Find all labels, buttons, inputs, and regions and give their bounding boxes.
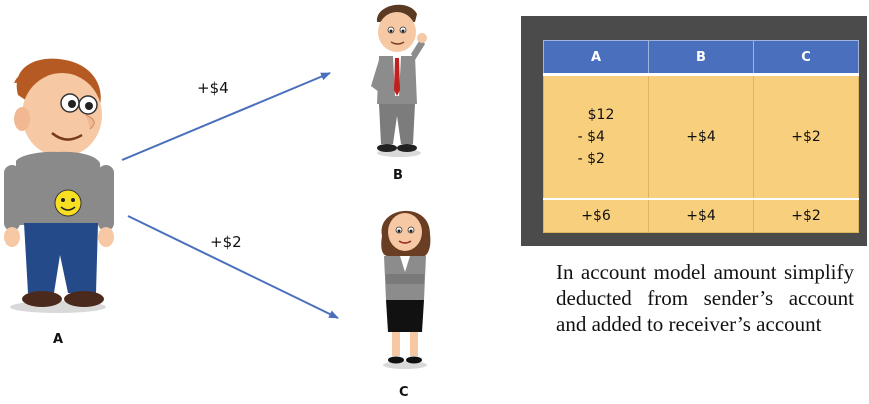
- explanation-caption: In account model amount simplify deducte…: [556, 260, 854, 336]
- cell-a-line-initial: $12: [587, 107, 615, 123]
- total-b: +$4: [648, 198, 754, 233]
- total-a: +$6: [543, 198, 649, 233]
- table-row-totals: +$6 +$4 +$2: [543, 198, 859, 233]
- cell-c-credit: +$2: [753, 74, 859, 200]
- amount-a-to-b: +$4: [197, 79, 229, 97]
- column-header-b: B: [648, 40, 754, 76]
- arrow-a-to-c: [127, 215, 339, 319]
- cell-a-line-debit-b: - $4: [577, 129, 605, 145]
- person-a-illustration: [4, 58, 114, 313]
- cell-a-balance: $12 - $4 - $2: [543, 74, 649, 200]
- person-c-illustration: [381, 210, 431, 369]
- person-c-label: C: [399, 385, 409, 400]
- person-a-label: A: [53, 332, 64, 347]
- ledger-table: A B C $12 - $4 - $2 +$4 +$2 +$6 +$4 +$2: [543, 40, 859, 233]
- column-header-c: C: [753, 40, 859, 76]
- ledger-table-frame: A B C $12 - $4 - $2 +$4 +$2 +$6 +$4 +$2: [521, 16, 867, 246]
- table-row: $12 - $4 - $2 +$4 +$2: [543, 74, 859, 200]
- cell-b-credit: +$4: [648, 74, 754, 200]
- amount-a-to-c: +$2: [210, 233, 242, 251]
- column-header-a: A: [543, 40, 649, 76]
- person-b-label: B: [393, 168, 403, 183]
- person-b-illustration: [371, 4, 427, 157]
- arrow-a-to-b: [121, 72, 331, 161]
- cell-a-line-debit-c: - $2: [577, 151, 605, 167]
- total-c: +$2: [753, 198, 859, 233]
